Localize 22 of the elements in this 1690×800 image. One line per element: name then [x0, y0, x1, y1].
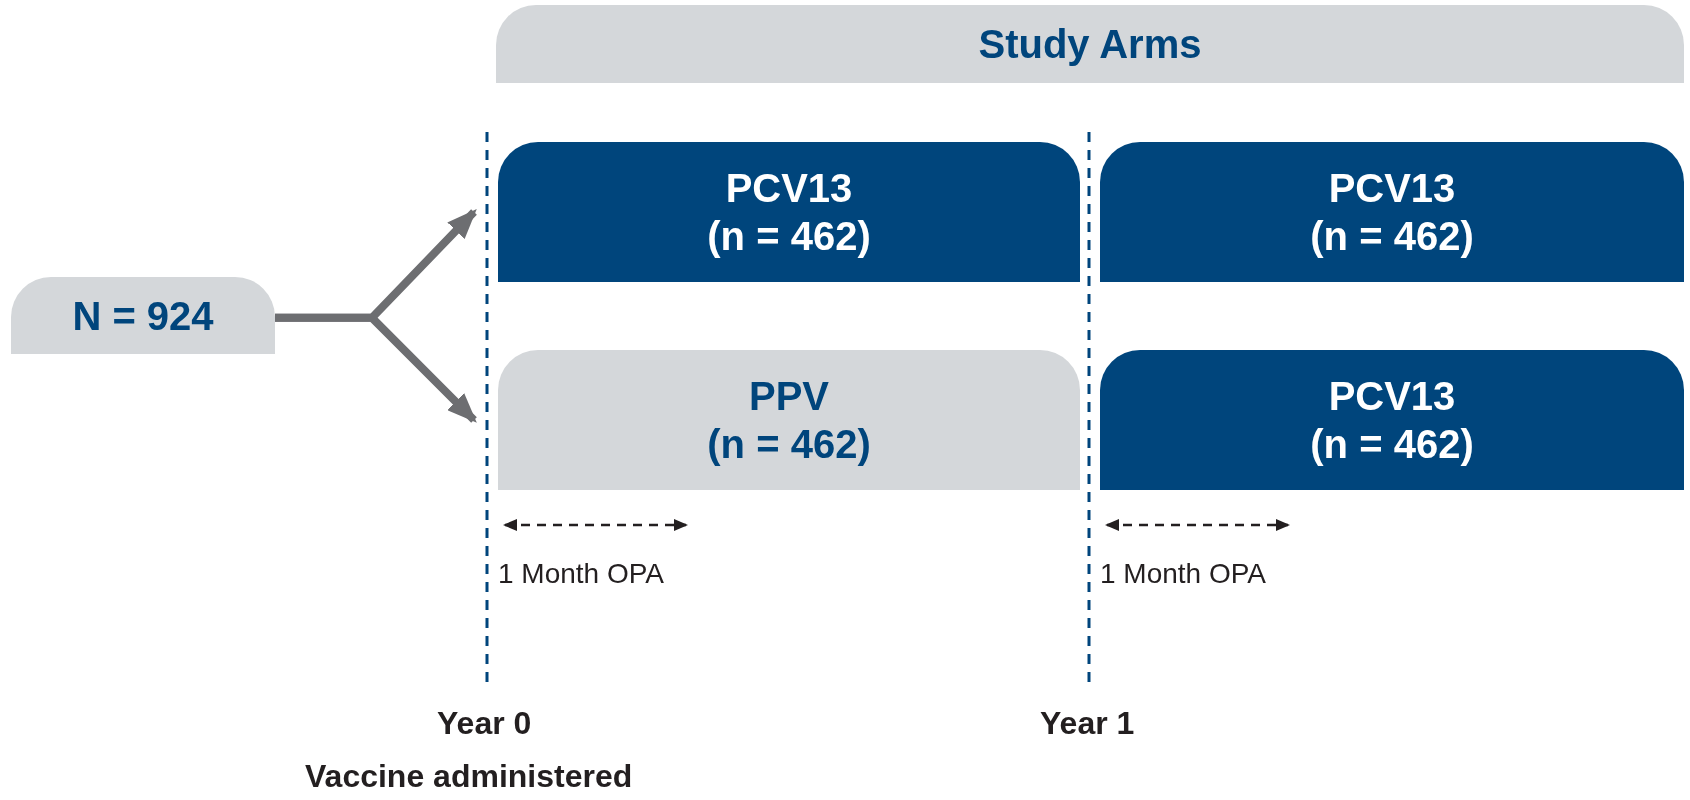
box-title: PCV13: [725, 165, 853, 212]
arrow: [275, 313, 477, 423]
timepoint-label: Year 0: [437, 705, 532, 742]
total-box: [11, 277, 275, 354]
arm-box: [498, 350, 1080, 490]
box-title: PPV: [748, 373, 829, 420]
box-title: Study Arms: [978, 21, 1202, 68]
box-title: PCV13: [1328, 165, 1456, 212]
duration-label: 1 Month OPA: [498, 558, 664, 590]
sample-size: (n = 462): [1310, 213, 1474, 260]
arm-box: [1100, 350, 1684, 490]
timepoint-label: Year 1: [1040, 705, 1135, 742]
arm-box: [498, 142, 1080, 282]
header-band: [496, 5, 1684, 83]
box-title: PCV13: [1328, 373, 1456, 420]
box-title: N = 924: [72, 292, 214, 340]
event-label: Vaccine administered: [305, 758, 633, 795]
sample-size: (n = 462): [707, 421, 871, 468]
duration-label: 1 Month OPA: [1100, 558, 1266, 590]
arm-box: [1100, 142, 1684, 282]
sample-size: (n = 462): [707, 213, 871, 260]
sample-size: (n = 462): [1310, 421, 1474, 468]
